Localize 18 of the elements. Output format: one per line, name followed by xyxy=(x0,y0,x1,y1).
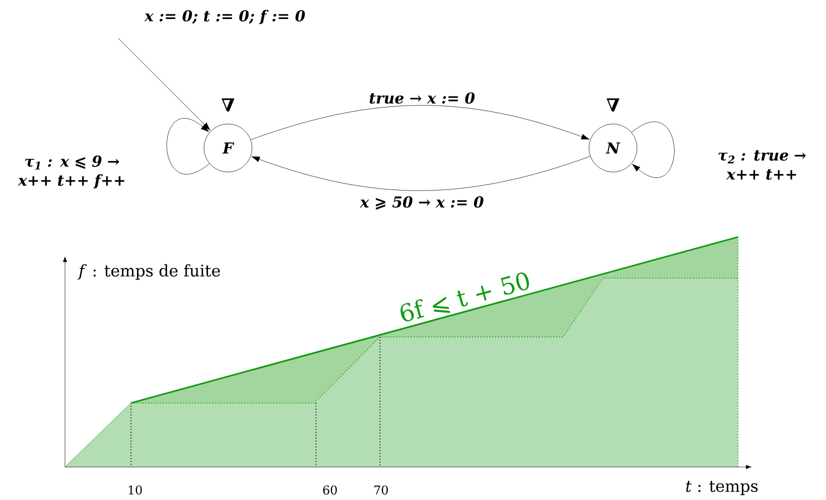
axis-label: f : temps de fuite xyxy=(78,264,220,280)
axis-label: 60 xyxy=(323,485,337,495)
urgent-mark: ∇ xyxy=(222,98,234,112)
edge-label: true → x := 0 xyxy=(370,92,475,104)
edge-label: τ$_{2}$ : true → x++ t++ xyxy=(718,150,806,180)
edge-label: x ⩾ 50 → x := 0 xyxy=(360,196,484,210)
axis-label: 70 xyxy=(374,485,388,495)
urgent-mark: ∇ xyxy=(606,98,620,112)
arrow xyxy=(251,156,590,191)
arrow xyxy=(166,118,210,174)
arrow xyxy=(250,105,590,140)
edge-label: τ$_{1}$ : x ⩽ 9 → x++ t++ f++ xyxy=(18,156,124,188)
arrow xyxy=(631,122,674,178)
axis-label: 10 xyxy=(128,485,142,495)
axis-label: t : temps xyxy=(686,480,758,496)
axis-label: 6f ⩽ t + 50 xyxy=(400,272,529,322)
arrow xyxy=(118,38,210,130)
edge-label: x := 0; t := 0; f := 0 xyxy=(144,10,305,24)
